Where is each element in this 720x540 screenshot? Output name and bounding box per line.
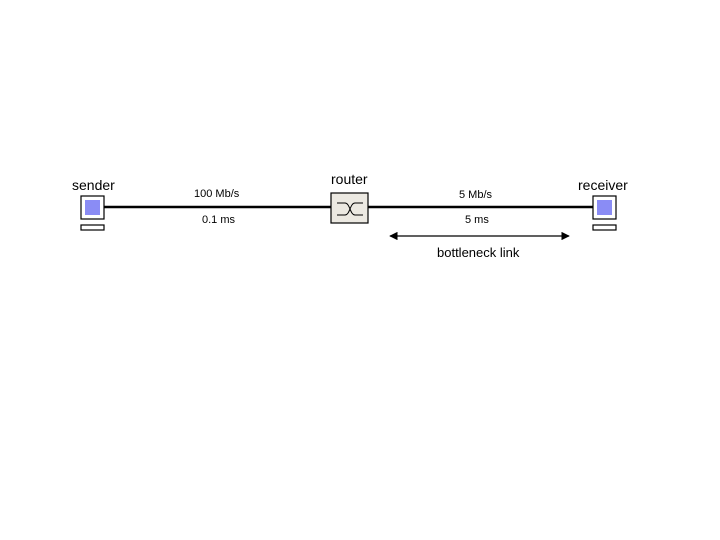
router-icon xyxy=(330,192,369,224)
receiver-computer-icon xyxy=(592,195,617,231)
router-label: router xyxy=(331,171,368,187)
right-link-delay: 5 ms xyxy=(465,214,489,226)
right-link-bandwidth: 5 Mb/s xyxy=(459,189,493,201)
bottleneck-link-label: bottleneck link xyxy=(437,245,520,260)
sender-computer-icon xyxy=(80,195,105,231)
receiver-label: receiver xyxy=(578,177,628,193)
left-link-delay: 0.1 ms xyxy=(202,214,236,226)
sender-label: sender xyxy=(72,177,115,193)
left-link-bandwidth: 100 Mb/s xyxy=(194,188,240,200)
